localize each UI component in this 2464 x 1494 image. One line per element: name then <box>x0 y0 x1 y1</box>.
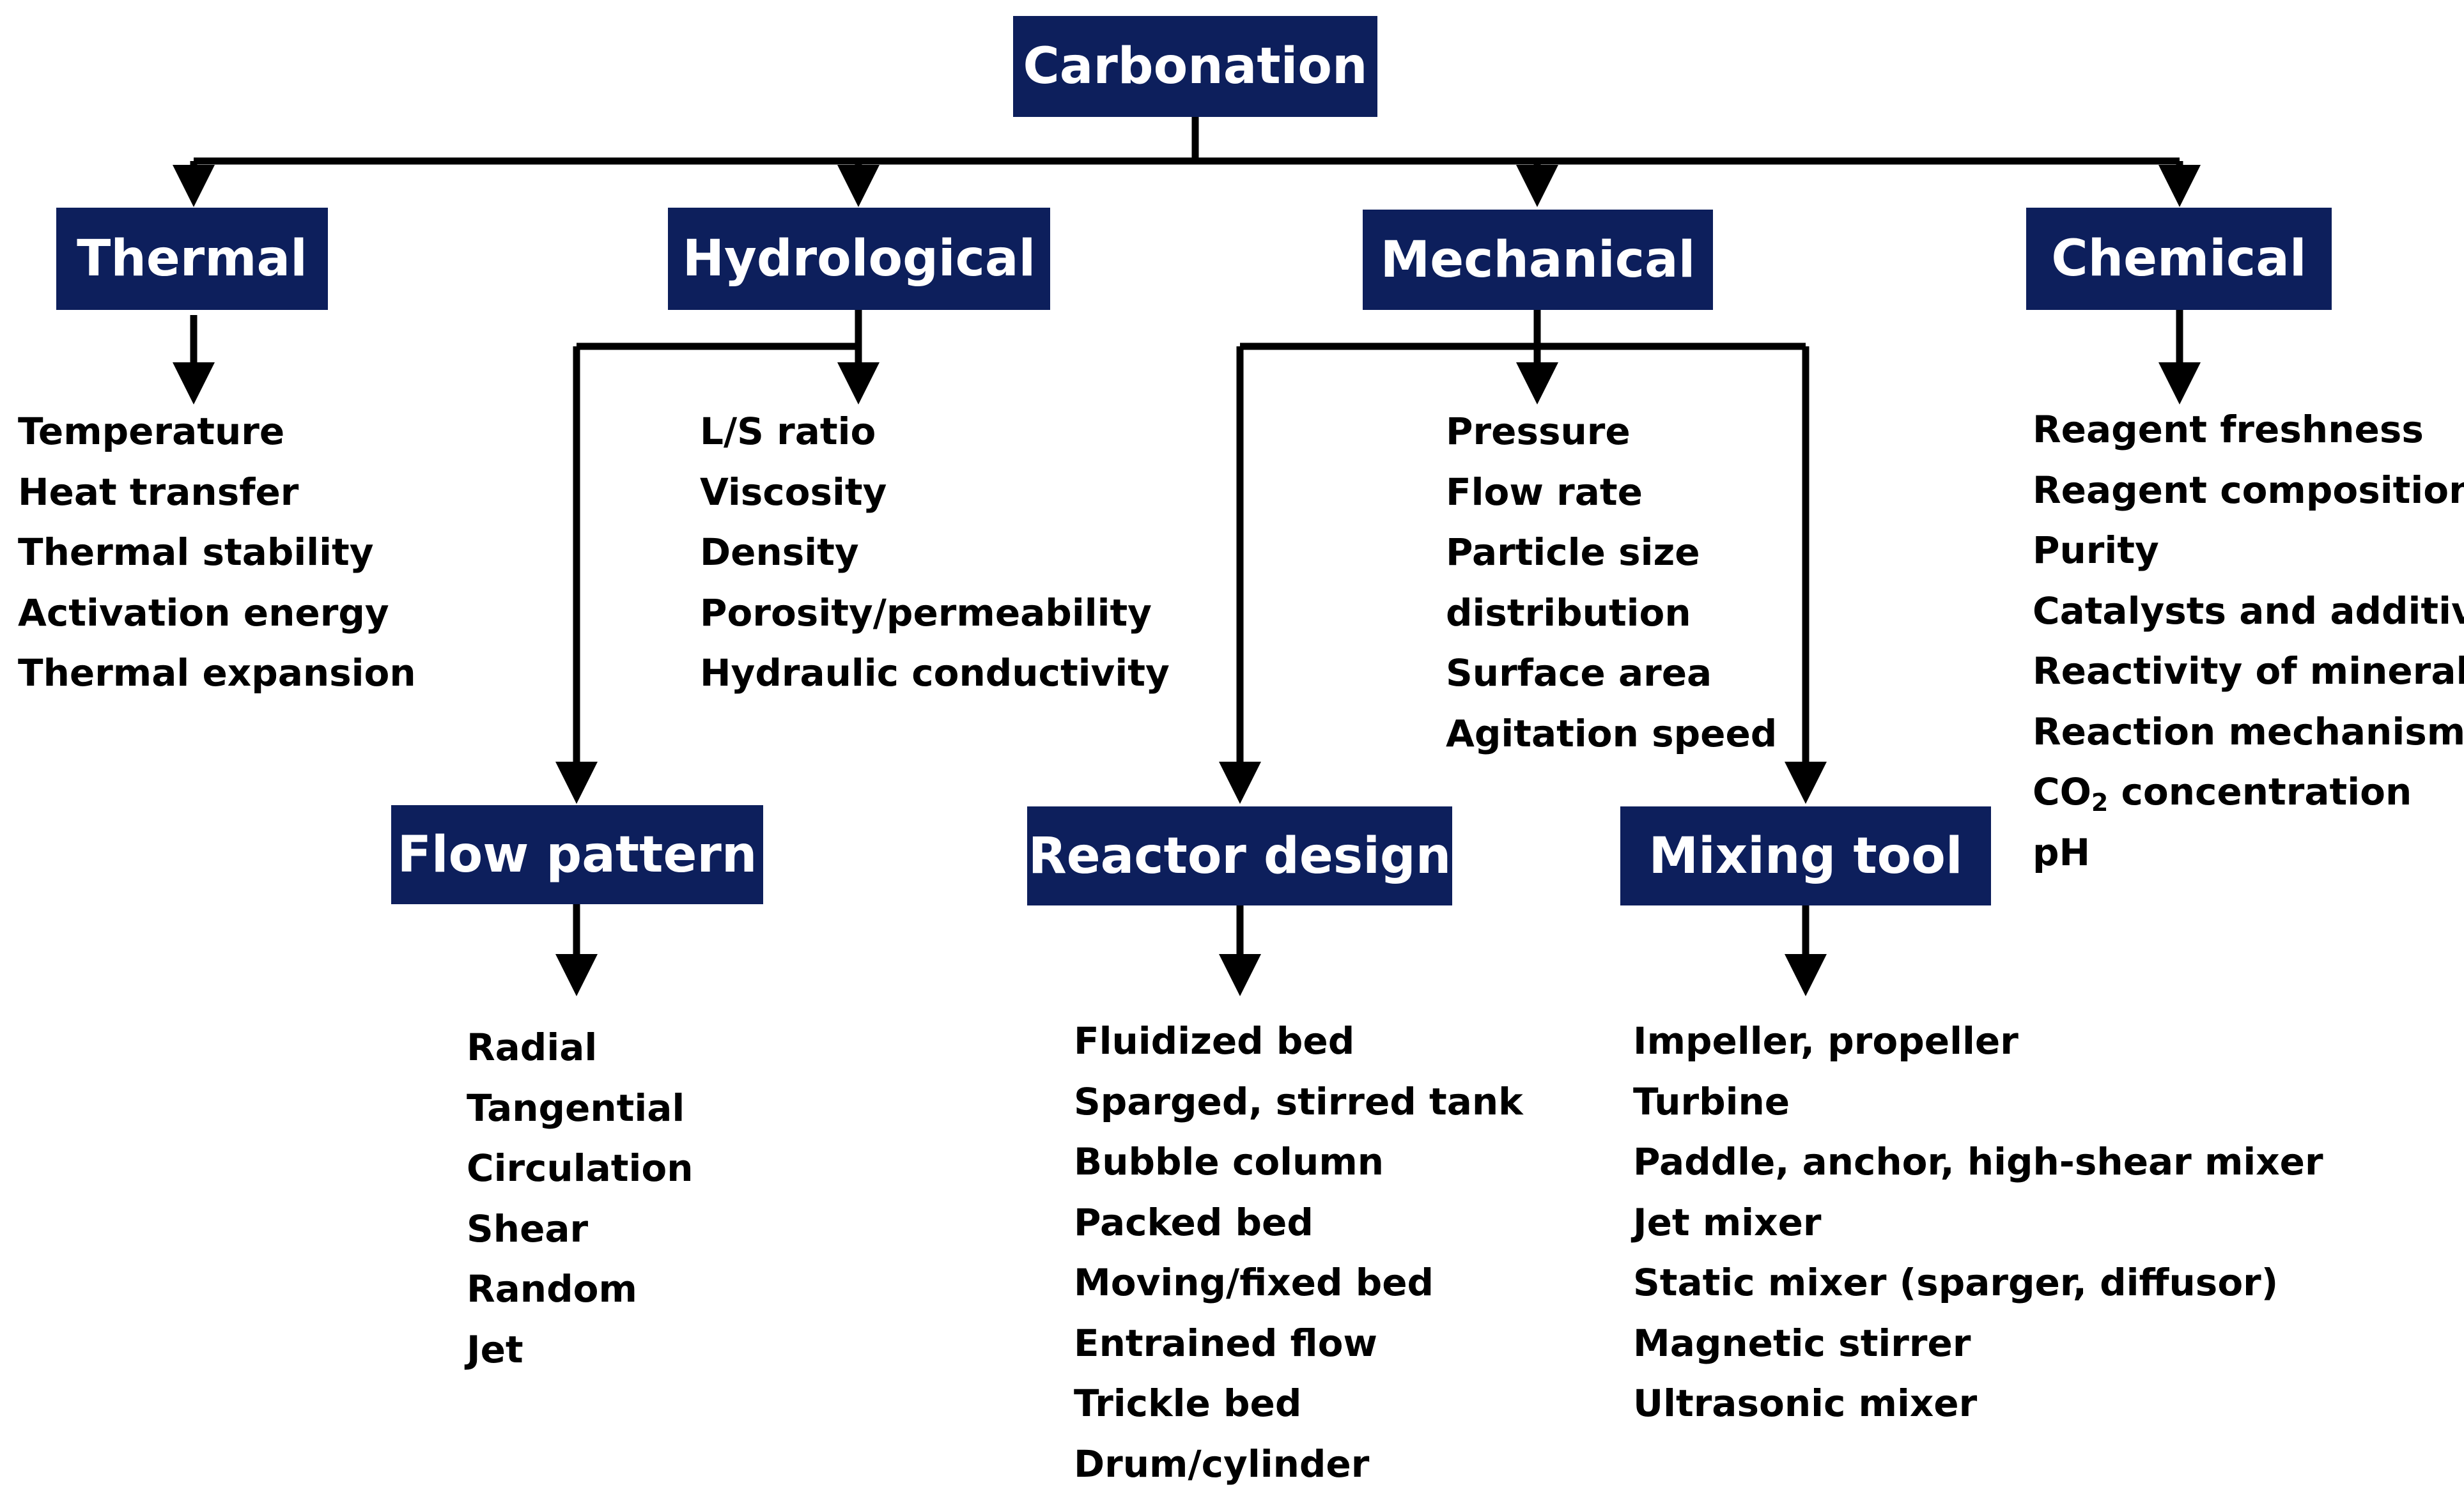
list-item: Reaction mechanism <box>2033 702 2464 762</box>
list-item: Fluidized bed <box>1074 1011 1523 1072</box>
list-item: Particle size <box>1446 522 1777 583</box>
list-item: Activation energy <box>18 583 416 643</box>
list-item: Purity <box>2033 520 2464 581</box>
list-item: Tangential <box>467 1078 693 1139</box>
list-item: Radial <box>467 1017 693 1078</box>
hydrological-factor-list: L/S ratio Viscosity Density Porosity/per… <box>700 401 1170 704</box>
list-item: Drum/cylinder <box>1074 1434 1523 1494</box>
category-node-thermal: Thermal <box>56 208 328 310</box>
list-item: Reactivity of minerals <box>2033 641 2464 702</box>
list-item: Packed bed <box>1074 1192 1523 1253</box>
list-item: Circulation <box>467 1138 693 1199</box>
list-item: Bubble column <box>1074 1132 1523 1192</box>
list-item: Jet <box>467 1320 693 1380</box>
list-item: Thermal stability <box>18 522 416 583</box>
list-item: Ultrasonic mixer <box>1633 1373 2323 1434</box>
list-item: Hydraulic conductivity <box>700 643 1170 704</box>
co2-main-text: CO <box>2033 770 2091 813</box>
category-node-chemical: Chemical <box>2026 208 2332 310</box>
list-item: pH <box>2033 822 2464 883</box>
list-item: distribution <box>1446 583 1777 643</box>
list-item: Flow rate <box>1446 462 1777 523</box>
list-item: L/S ratio <box>700 401 1170 462</box>
list-item: Shear <box>467 1199 693 1259</box>
flow-pattern-list: Radial Tangential Circulation Shear Rand… <box>467 1017 693 1380</box>
reactor-design-list: Fluidized bed Sparged, stirred tank Bubb… <box>1074 1011 1523 1494</box>
list-item: Moving/fixed bed <box>1074 1252 1523 1313</box>
category-node-mechanical: Mechanical <box>1363 210 1713 310</box>
list-item: Viscosity <box>700 462 1170 523</box>
list-item: Static mixer (sparger, diffusor) <box>1633 1252 2323 1313</box>
category-node-hydrological: Hydrological <box>668 208 1050 310</box>
list-item: Catalysts and additive <box>2033 581 2464 642</box>
list-item: Jet mixer <box>1633 1192 2323 1253</box>
mechanical-factor-list: Pressure Flow rate Particle size distrib… <box>1446 401 1777 764</box>
list-item: Surface area <box>1446 643 1777 704</box>
list-item: Agitation speed <box>1446 704 1777 764</box>
list-item: Trickle bed <box>1074 1373 1523 1434</box>
list-item: Sparged, stirred tank <box>1074 1072 1523 1132</box>
mixing-tool-list: Impeller, propeller Turbine Paddle, anch… <box>1633 1011 2323 1434</box>
list-item: Paddle, anchor, high-shear mixer <box>1633 1132 2323 1192</box>
subcategory-node-flow-pattern: Flow pattern <box>391 805 763 904</box>
root-node-carbonation: Carbonation <box>1013 16 1377 117</box>
list-item: Reagent freshness <box>2033 399 2464 460</box>
list-item: Impeller, propeller <box>1633 1011 2323 1072</box>
thermal-factor-list: Temperature Heat transfer Thermal stabil… <box>18 401 416 704</box>
list-item: Turbine <box>1633 1072 2323 1132</box>
subcategory-node-reactor-design: Reactor design <box>1027 806 1452 905</box>
chemical-factor-list: Reagent freshness Reagent composition Pu… <box>2033 399 2464 882</box>
list-item: Density <box>700 522 1170 583</box>
list-item: Thermal expansion <box>18 643 416 704</box>
list-item: Random <box>467 1259 693 1320</box>
list-item: Magnetic stirrer <box>1633 1313 2323 1374</box>
subcategory-node-mixing-tool: Mixing tool <box>1620 806 1991 905</box>
list-item: Heat transfer <box>18 462 416 523</box>
list-item: Reagent composition <box>2033 460 2464 521</box>
co2-rest-text: concentration <box>2108 770 2412 813</box>
list-item: Temperature <box>18 401 416 462</box>
list-item: Pressure <box>1446 401 1777 462</box>
list-item-co2-concentration: CO2 concentration <box>2033 762 2464 822</box>
list-item: Entrained flow <box>1074 1313 1523 1374</box>
co2-subscript: 2 <box>2091 789 2108 817</box>
list-item: Porosity/permeability <box>700 583 1170 643</box>
